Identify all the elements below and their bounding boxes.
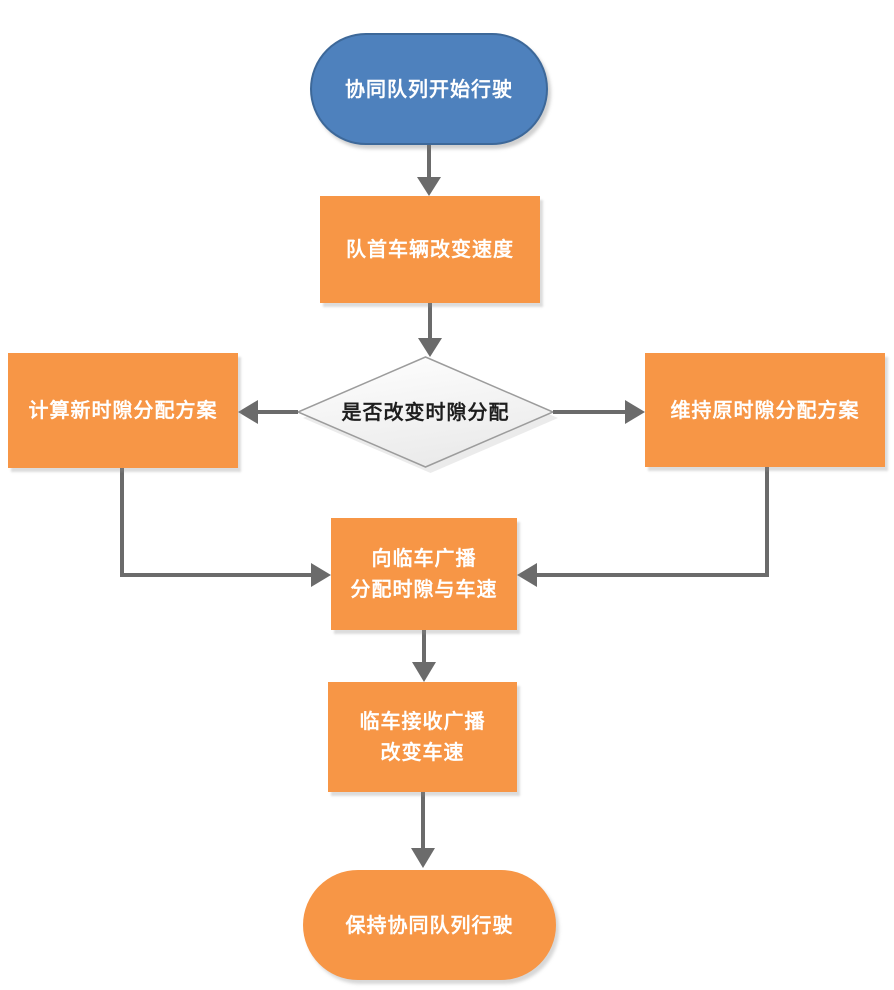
start-node: 协同队列开始行驶 <box>310 33 548 145</box>
connector-keepplan-to-broadcast <box>536 467 769 577</box>
compute-new-plan-node: 计算新时隙分配方案 <box>8 353 238 468</box>
decision-diamond <box>296 356 555 468</box>
leader-change-speed-node: 队首车辆改变速度 <box>320 196 540 303</box>
decision-node-label: 是否改变时隙分配 <box>341 399 510 424</box>
keep-old-plan-node: 维持原时隙分配方案 <box>645 353 885 467</box>
arrowhead-leader-to-decision <box>418 338 442 357</box>
arrowhead-start-to-leader <box>417 177 441 196</box>
arrowhead-keepplan-to-broadcast <box>517 563 537 587</box>
end-node: 保持协同队列行驶 <box>303 870 556 980</box>
connector-newplan-to-broadcast <box>120 468 312 577</box>
arrowhead-broadcast-to-receive <box>412 662 436 682</box>
arrowhead-decision-to-newplan <box>238 400 258 424</box>
arrowhead-newplan-to-broadcast <box>311 563 331 587</box>
arrowhead-decision-to-keepplan <box>625 400 645 424</box>
arrowhead-receive-to-end <box>411 848 435 868</box>
receive-node: 临车接收广播 改变车速 <box>328 682 517 792</box>
broadcast-node: 向临车广播 分配时隙与车速 <box>331 518 517 630</box>
